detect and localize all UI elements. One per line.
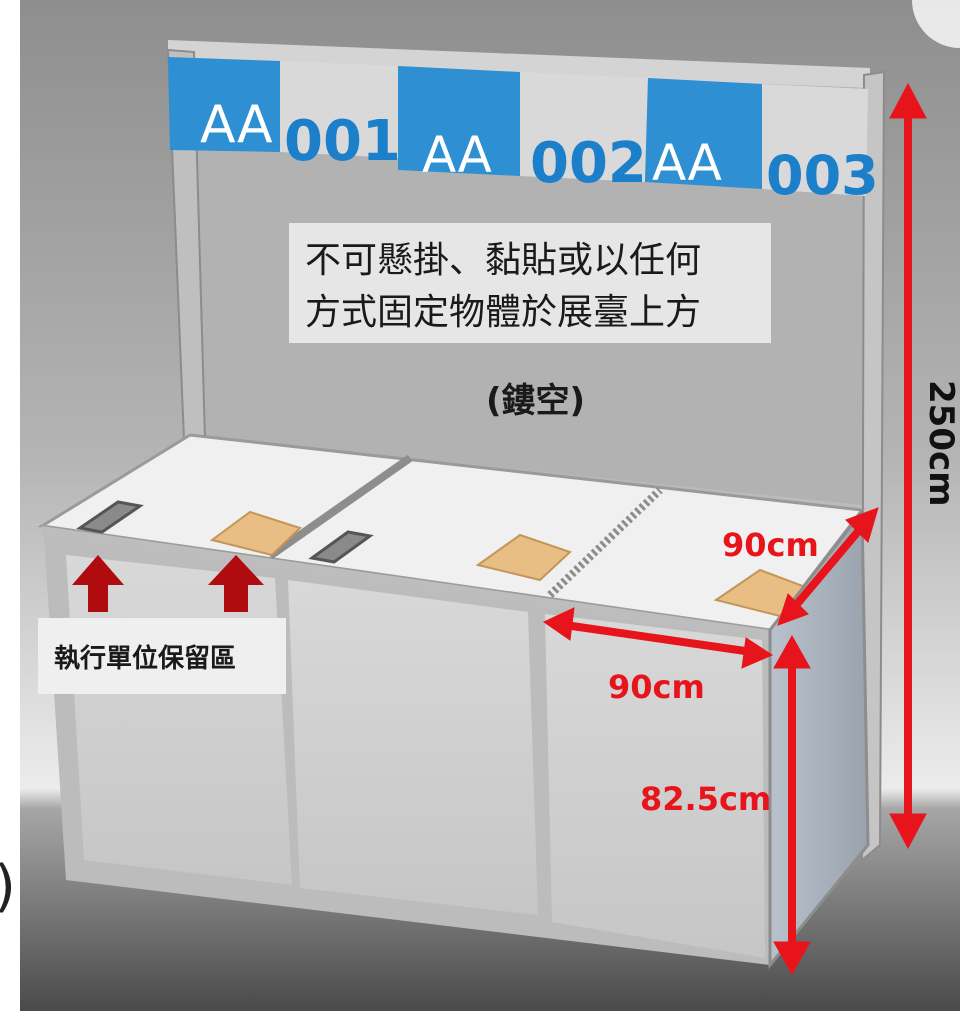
reserved-arrow-1 (72, 555, 124, 612)
counter-height-arrow-top (773, 634, 811, 669)
counter-height-arrow-bottom (773, 941, 811, 976)
notice-line-1: 不可懸掛、黏貼或以任何 (305, 240, 701, 281)
folder-2 (475, 533, 572, 582)
reserved-arrow-2 (208, 555, 264, 612)
sign-1-number: 001 (284, 109, 401, 174)
sign-3-prefix: AA (652, 134, 722, 192)
dimension-arrows (542, 82, 927, 976)
left-margin (0, 0, 20, 1011)
width-line (564, 621, 753, 656)
sign-2-number: 002 (530, 131, 647, 196)
sign-3-blue (645, 78, 762, 189)
corner-highlight (912, 0, 960, 48)
counter-front-edge (42, 526, 770, 640)
socket-plate-2 (308, 530, 374, 564)
width-arrow-left (542, 607, 575, 641)
divider-2 (547, 487, 663, 598)
counter-panel-3 (545, 614, 765, 958)
counter-panel-2 (288, 580, 538, 915)
top-rail (168, 40, 870, 88)
sign-1-blue (168, 57, 280, 152)
depth-label: 90cm (722, 526, 819, 564)
depth-line (788, 519, 870, 613)
depth-arrow-bottom (777, 593, 809, 626)
notice-line-2: 方式固定物體於展臺上方 (305, 292, 701, 333)
width-label: 90cm (608, 668, 705, 706)
height-total-arrow-bottom (889, 813, 927, 850)
width-arrow-right (741, 637, 774, 669)
notice-box (289, 223, 771, 343)
divider-1 (267, 454, 413, 560)
height-total-arrow-top (889, 82, 927, 119)
reserved-label-box (38, 618, 286, 694)
depth-arrow-top (845, 507, 879, 543)
height-total-label: 250cm (921, 380, 960, 507)
reserved-label: 執行單位保留區 (54, 643, 236, 674)
sign-1-prefix: AA (200, 95, 273, 155)
sign-2-blue (398, 66, 520, 176)
sign-3-number: 003 (766, 144, 879, 207)
sign-3-white (762, 84, 868, 196)
sign-1-white (280, 61, 398, 158)
hollow-label: (鏤空) (486, 381, 585, 421)
sign-2-white (520, 72, 648, 182)
counter-height-label: 82.5cm (640, 780, 771, 818)
sign-2-prefix: AA (422, 126, 492, 184)
edge-glyph: ) (0, 854, 16, 919)
folder-1 (209, 510, 302, 557)
socket-plate-1 (76, 500, 144, 534)
